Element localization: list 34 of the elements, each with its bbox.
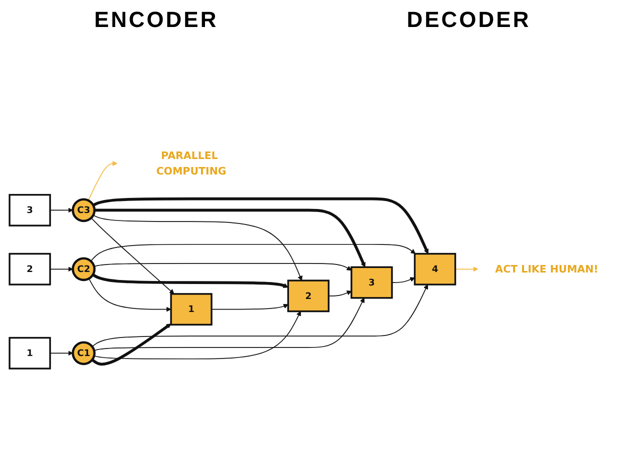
- node-box: 1: [170, 293, 212, 326]
- arrow: [88, 160, 118, 201]
- arrow: [50, 350, 74, 356]
- heading-label: DECODER: [406, 7, 531, 33]
- arrow: [92, 214, 302, 281]
- node-box: 2: [287, 280, 330, 312]
- node-box: 3: [8, 194, 51, 226]
- arrow: [94, 311, 301, 360]
- arrow: [211, 304, 288, 310]
- node-circle: C1: [72, 341, 96, 366]
- node-text: ACT LIKE HUMAN!: [495, 263, 598, 276]
- arrow: [392, 277, 415, 283]
- arrow: [92, 273, 288, 288]
- arrow: [91, 323, 172, 366]
- arrow: [92, 284, 428, 347]
- arrow: [88, 278, 172, 312]
- arrow: [92, 197, 429, 254]
- node-box: 1: [8, 336, 51, 370]
- heading-label: ENCODER: [94, 7, 218, 33]
- arrow: [328, 290, 352, 296]
- node-text: PARALLEL COMPUTING: [156, 150, 226, 178]
- arrow: [90, 244, 416, 262]
- arrow: [50, 208, 74, 213]
- arrow: [94, 262, 352, 270]
- node-box: 3: [350, 266, 393, 299]
- node-box: 4: [414, 252, 456, 286]
- arrow: [454, 266, 478, 272]
- arrow: [94, 208, 366, 268]
- node-circle: C2: [72, 257, 96, 282]
- arrow: [90, 217, 174, 294]
- node-circle: C3: [72, 198, 96, 222]
- node-box: 2: [8, 252, 51, 286]
- arrow: [50, 266, 74, 272]
- arrow: [94, 298, 364, 351]
